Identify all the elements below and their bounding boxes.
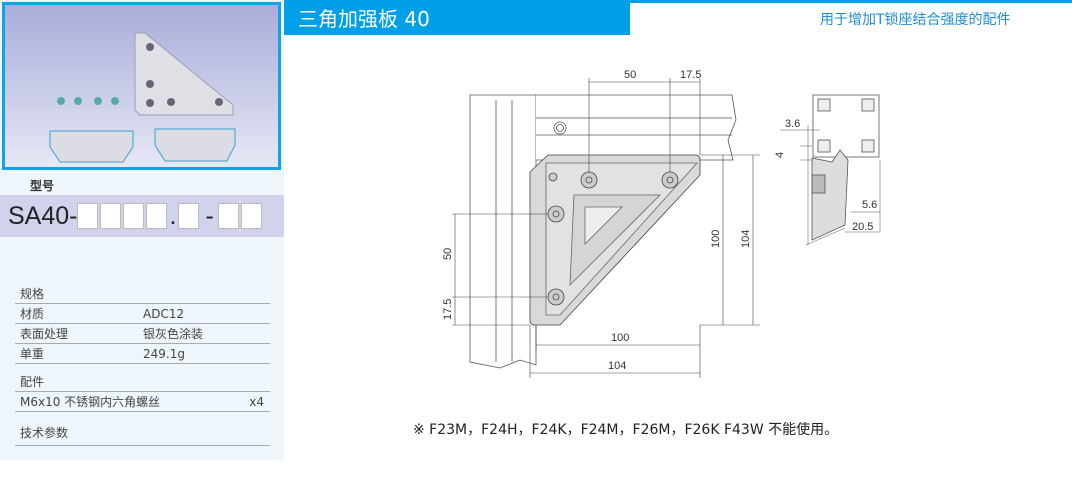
dim-top-17-5: 17.5 <box>680 69 701 81</box>
spec-key: 表面处理 <box>20 327 69 341</box>
model-code-box[interactable] <box>123 203 145 229</box>
product-photo-illustration <box>49 32 236 163</box>
dim-top-50: 50 <box>624 69 636 81</box>
spec-key: 材质 <box>20 307 45 321</box>
parts-heading-text: 配件 <box>20 375 45 389</box>
model-prefix: SA40- <box>8 201 78 230</box>
model-code-box[interactable] <box>217 203 239 229</box>
dim-left-50: 50 <box>442 248 454 260</box>
model-code-box[interactable] <box>146 203 168 229</box>
left-panel: 型号 SA40- . - 规格 材质 ADC12 表面处理 银灰色涂装 单重 249.… <box>0 0 284 460</box>
technical-drawing: 50 17.5 100 104 100 104 50 17.5 3.6 4 5.… <box>442 69 881 378</box>
page-title: 三角加强板 40 <box>284 0 630 35</box>
dim-bottom-104: 104 <box>608 360 626 372</box>
dim-right-104: 104 <box>740 230 752 248</box>
profile-cross-section <box>780 94 881 246</box>
spec-row: 单重 249.1g <box>15 344 270 364</box>
parts-heading: 配件 <box>15 372 270 392</box>
model-dot: . <box>169 201 177 230</box>
part-qty: x4 <box>249 394 264 409</box>
tech-heading-text: 技术参数 <box>20 426 69 440</box>
vertical-profile <box>469 94 537 369</box>
model-code-box[interactable] <box>240 203 262 229</box>
page-subtitle: 用于增加T锁座结合强度的配件 <box>820 12 1011 28</box>
dim-section-5-6: 5.6 <box>862 199 877 211</box>
model-dash: - <box>205 201 214 230</box>
dim-right-100: 100 <box>710 230 722 248</box>
model-code-box[interactable] <box>178 203 200 229</box>
spec-row: 材质 ADC12 <box>15 304 270 324</box>
part-name: M6x10 不锈钢内六角螺丝 <box>20 395 161 409</box>
spec-value: 249.1g <box>143 346 185 361</box>
model-code: SA40- . - <box>0 195 284 237</box>
parts-row: M6x10 不锈钢内六角螺丝 x4 <box>15 392 270 412</box>
product-photo <box>2 2 281 170</box>
dim-section-3-6: 3.6 <box>785 118 800 130</box>
model-code-box[interactable] <box>100 203 122 229</box>
tech-heading: 技术参数 <box>15 420 270 446</box>
dim-bottom-100: 100 <box>611 332 629 344</box>
spec-key: 单重 <box>20 347 45 361</box>
spec-value: 银灰色涂装 <box>143 327 204 341</box>
dim-section-4: 4 <box>774 152 786 158</box>
model-code-box[interactable] <box>77 203 99 229</box>
compatibility-note: ※ F23M，F24H，F24K，F24M，F26M，F26K F43W 不能使… <box>413 422 839 438</box>
spec-row: 表面处理 银灰色涂装 <box>15 324 270 344</box>
spec-heading: 规格 <box>15 284 270 304</box>
model-label: 型号 <box>30 179 55 193</box>
spec-value: ADC12 <box>143 306 185 321</box>
dim-left-17-5: 17.5 <box>442 299 454 320</box>
spec-heading-text: 规格 <box>20 287 45 301</box>
dim-section-20-5: 20.5 <box>852 221 873 233</box>
spec-table: 规格 材质 ADC12 表面处理 银灰色涂装 单重 249.1g 配件 M6x10 不… <box>15 284 270 446</box>
